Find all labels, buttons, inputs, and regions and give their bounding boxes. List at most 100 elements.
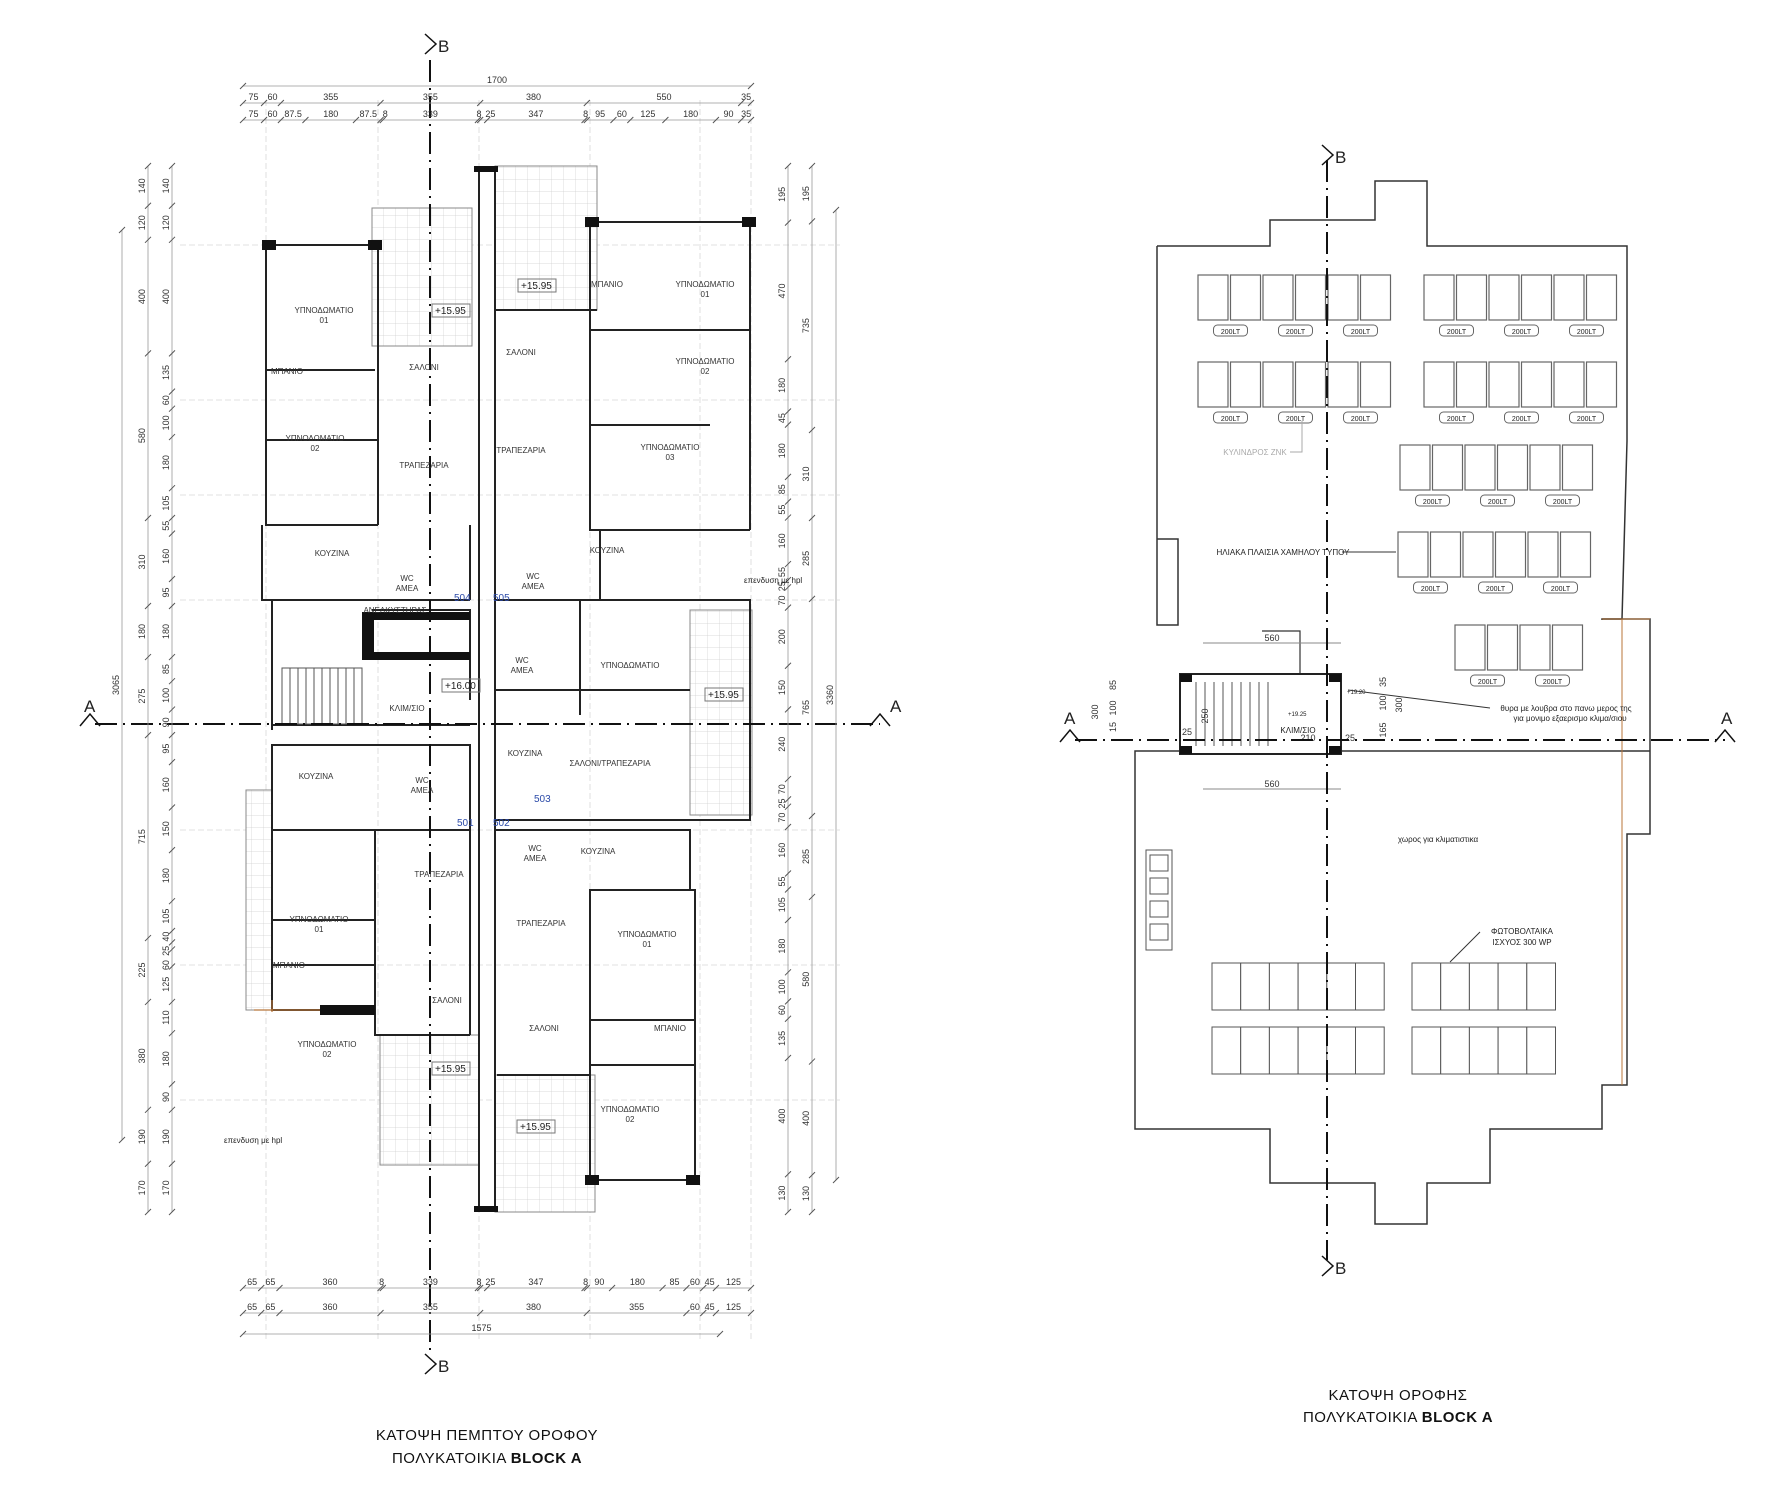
svg-text:+15.95: +15.95 <box>520 1122 551 1133</box>
dimension-value: 180 <box>777 939 787 954</box>
tank-capacity: 200LT <box>1486 586 1506 593</box>
dimension-value: 310 <box>137 554 147 569</box>
solar-panel <box>1519 624 1551 671</box>
dimension-tick <box>168 731 176 739</box>
dimension-value: 105 <box>161 909 171 924</box>
tank-tag: 200LT <box>1415 494 1450 507</box>
dimension-value: 180 <box>777 443 787 458</box>
svg-text:+15.95: +15.95 <box>435 1064 466 1075</box>
tank-capacity: 200LT <box>1221 416 1241 423</box>
pv-module <box>1355 1026 1385 1075</box>
dimension-tick <box>784 473 792 481</box>
dimension-value: 45 <box>777 413 787 423</box>
dimension-tick <box>377 116 384 124</box>
dimension-tick <box>747 1284 755 1292</box>
door-number-503: 503 <box>534 794 551 805</box>
dimension-tick <box>168 946 176 953</box>
tank-tag: 200LT <box>1478 581 1513 594</box>
room-label: ΣΑΛΟΝΙ/ΤΡΑΠΕΖΑΡΙΑ <box>569 759 651 768</box>
dimension-value: 60 <box>777 1005 787 1015</box>
room-labels: ΥΠΝΟΔΩΜΑΤΙΟ01ΜΠΑΝΙΟΥΠΝΟΔΩΜΑΤΙΟ02ΣΑΛΟΝΙΤΡ… <box>271 280 735 1124</box>
dimension-value: 90 <box>594 1277 604 1287</box>
dimension-tick <box>747 82 755 90</box>
solar-panel <box>1553 274 1585 321</box>
svg-text:100: 100 <box>1378 695 1388 710</box>
room-number: 01 <box>643 940 652 949</box>
dimension-value: 87.5 <box>284 109 302 119</box>
room-label: ΚΛΙΜ/ΣΙΟ <box>389 704 424 713</box>
dimension-value: 400 <box>801 1111 811 1126</box>
dimension-value: 125 <box>726 1277 741 1287</box>
svg-text:210: 210 <box>1300 733 1315 743</box>
pv-module <box>1411 962 1442 1011</box>
dimension-value: 65 <box>247 1302 257 1312</box>
solar-panel <box>1294 274 1327 321</box>
dimension-tick <box>784 886 792 893</box>
dimension-value: 180 <box>323 109 338 119</box>
dimension-tick <box>712 116 720 124</box>
dimension-value: 75 <box>249 92 259 102</box>
dimension-tick <box>118 226 126 234</box>
dimension-tick <box>608 1284 616 1292</box>
dimension-tick <box>239 99 247 107</box>
dimension-tick <box>377 1309 384 1317</box>
dimension-tick <box>737 116 745 124</box>
room-number: ΑΜΕΑ <box>411 786 434 795</box>
dimension-tick <box>808 1058 816 1065</box>
svg-text:560: 560 <box>1264 779 1279 789</box>
dimension-value: 95 <box>595 109 605 119</box>
dimension-tick <box>257 1284 265 1292</box>
dimension-value: 180 <box>161 455 171 470</box>
dimension-tick <box>808 514 816 522</box>
dimension-value: 40 <box>161 932 171 942</box>
dimension-tick <box>144 1106 152 1114</box>
pv-module <box>1211 962 1242 1011</box>
dimension-tick <box>784 355 792 363</box>
tank-tag: 200LT <box>1569 324 1604 337</box>
solar-panel <box>1585 274 1618 321</box>
louvre-door-note: για μονιμο εξαερισμο κλιμα/σιου <box>1513 714 1626 723</box>
dimension-tick <box>712 1284 720 1292</box>
dimension-value: 60 <box>161 960 171 970</box>
dimension-value: 355 <box>323 92 338 102</box>
dimension-value: 25 <box>485 1277 495 1287</box>
dimension-value: 355 <box>423 92 438 102</box>
dimension-tick <box>784 870 792 877</box>
dimension-tick <box>483 116 491 124</box>
dimension-tick <box>168 162 176 170</box>
roof-plan: ΚΛΙΜ/ΣΙΟ +19.25 +19.20 560 560 85 100 15… <box>1059 144 1736 1426</box>
room-name: WC <box>528 844 542 853</box>
staircase <box>281 667 363 725</box>
dimension-value: 85 <box>777 484 787 494</box>
photovoltaic-panels <box>1211 962 1557 1075</box>
dimension-tick <box>168 706 176 713</box>
dimension-tick <box>257 1309 265 1317</box>
dimension-tick <box>610 116 617 124</box>
room-name: ΚΟΥΖΙΝΑ <box>590 546 625 555</box>
dimension-value: 380 <box>526 1302 541 1312</box>
pv-module <box>1497 962 1528 1011</box>
dimension-tick <box>784 823 792 831</box>
door-number-505: 505 <box>493 593 510 604</box>
tank-capacity: 200LT <box>1478 679 1498 686</box>
dimension-value: 120 <box>137 215 147 230</box>
section-marker-b-bottom: B <box>424 1353 449 1376</box>
room-name: ΣΑΛΟΝΙ <box>432 996 462 1005</box>
door-number-501: 501 <box>457 818 474 829</box>
dimension-tick <box>144 602 152 610</box>
solar-panel <box>1520 361 1553 408</box>
dimension-value: 347 <box>528 1277 543 1287</box>
dimension-tick <box>659 1284 666 1292</box>
room-name: ΥΠΝΟΔΩΜΑΤΙΟ <box>675 280 734 289</box>
dimension-value: 100 <box>161 688 171 703</box>
room-name: ΚΟΥΖΙΝΑ <box>315 549 350 558</box>
dimension-tick <box>118 1136 126 1144</box>
dimension-value: 180 <box>630 1277 645 1287</box>
dimension-value: 400 <box>137 289 147 304</box>
room-label: ΜΠΑΝΙΟ <box>271 367 303 376</box>
solar-panel <box>1262 274 1294 321</box>
